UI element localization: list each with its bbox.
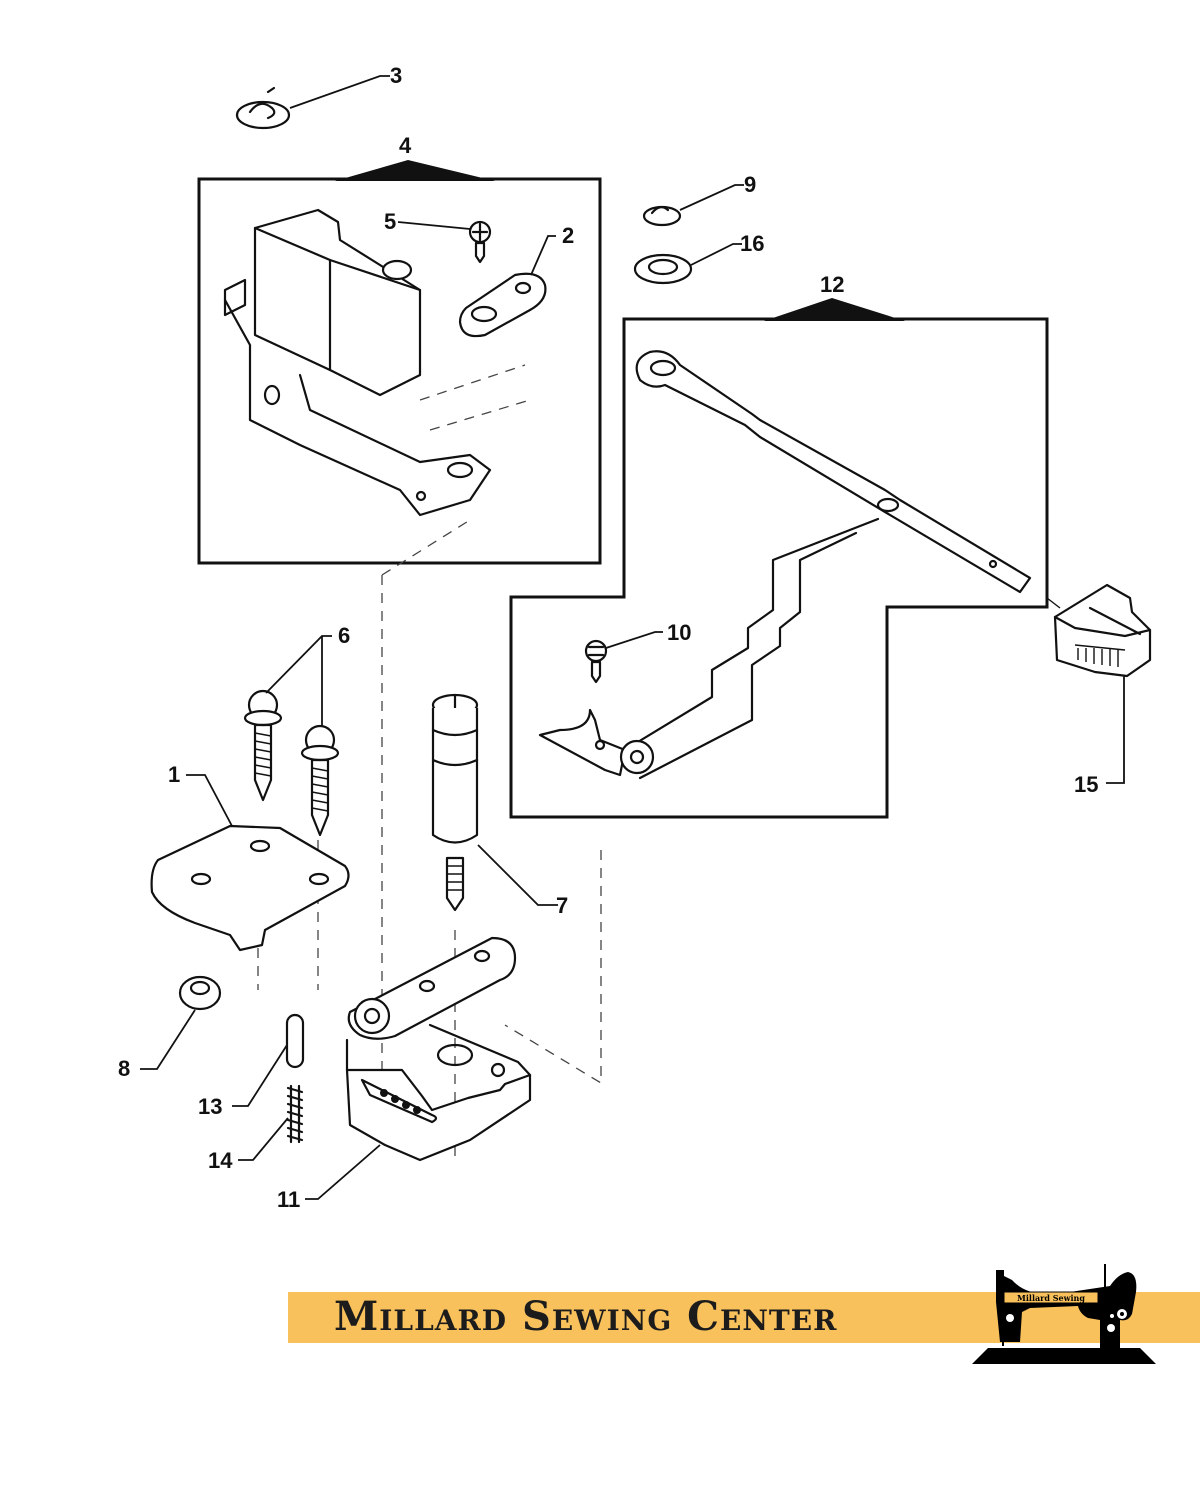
callout-15: 15 [1074,772,1098,797]
part-14-spring: 14 [208,1084,304,1173]
callout-10: 10 [667,620,691,645]
part-2-link-plate: 2 [458,223,574,338]
callout-4: 4 [399,133,412,158]
assembly-4-frame: 4 [197,133,602,565]
part-15-knob: 15 [1046,583,1152,797]
part-16-washer: 16 [633,231,764,285]
part-9-e-ring: 9 [642,172,756,227]
callout-6: 6 [338,623,350,648]
part-8-nut: 8 [118,975,222,1081]
assembly-12-frame: 12 [509,272,1049,819]
part-11-base: 11 [277,936,532,1212]
part-12-lever-assembly [538,350,1032,780]
callout-11: 11 [277,1187,300,1212]
part-3-e-ring: 3 [235,63,402,130]
part-6-screws: 6 [243,623,350,837]
part-1-plate: 1 [150,762,350,952]
callout-16: 16 [740,231,764,256]
callout-14: 14 [208,1148,233,1173]
logo-plate-text: Millard Sewing [1017,1293,1085,1303]
part-4-solenoid-bracket [223,208,531,517]
callout-9: 9 [744,172,756,197]
callout-13: 13 [198,1094,222,1119]
callout-3: 3 [390,63,402,88]
part-7-stud: 7 [431,693,568,918]
sewing-machine-logo-icon: Millard Sewing [972,1264,1156,1364]
callout-8: 8 [118,1056,130,1081]
part-13-pin: 13 [198,1013,305,1119]
callout-7: 7 [556,893,568,918]
callout-2: 2 [562,223,574,248]
part-5-screw: 5 [384,209,492,264]
callout-1: 1 [168,762,180,787]
part-10-screw: 10 [584,620,691,684]
callout-5: 5 [384,209,396,234]
company-name: Millard Sewing Center [334,1293,838,1340]
callout-12: 12 [820,272,844,297]
